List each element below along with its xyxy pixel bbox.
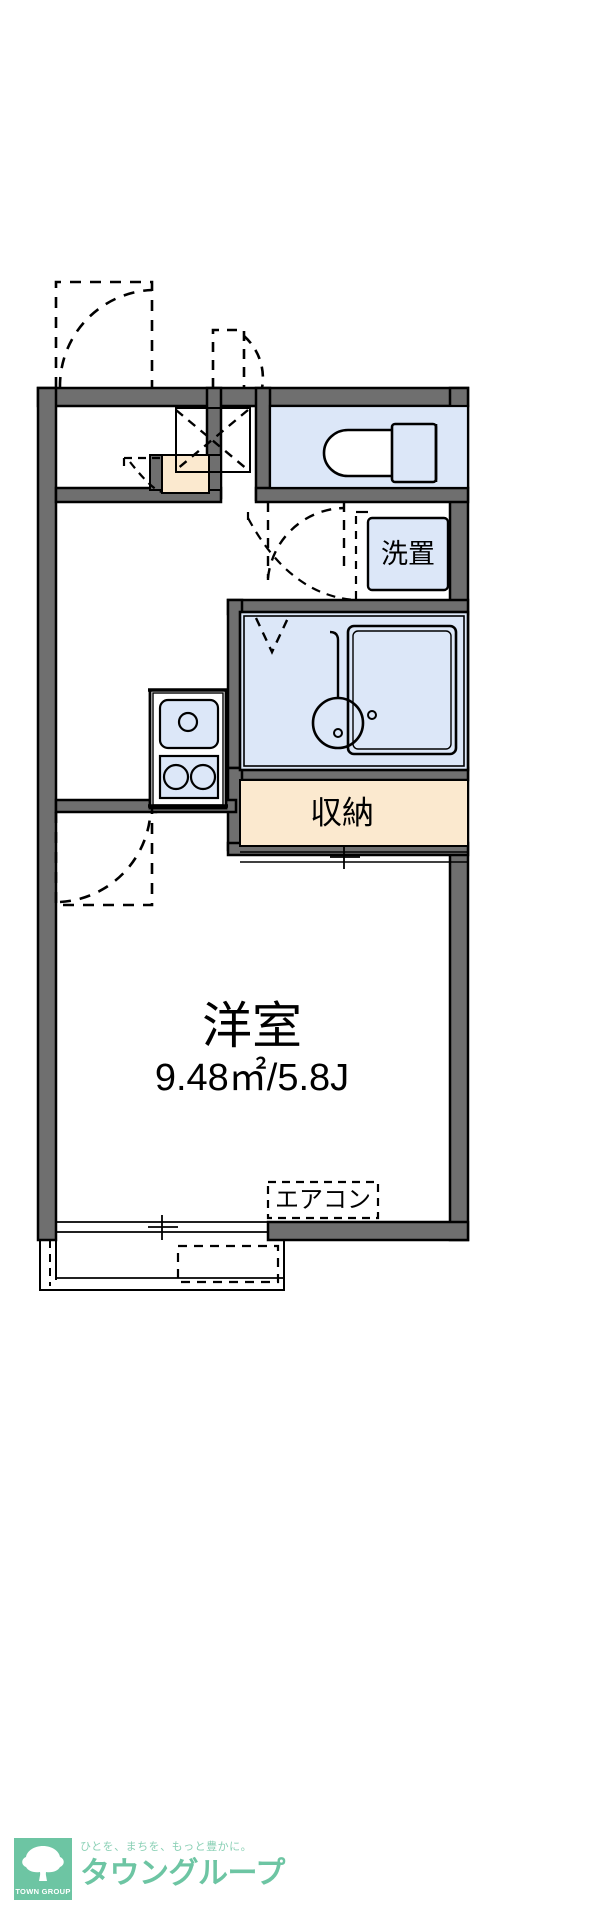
- wall-bottom-right: [266, 1220, 470, 1242]
- wall-kitchen-left-stub: [54, 798, 158, 814]
- room-door-arc: [59, 817, 152, 904]
- bath-unit-group: [238, 610, 470, 772]
- washer-space-label: 洗置: [381, 539, 435, 569]
- kitchen-group: [148, 688, 228, 810]
- bathtub-drain-icon: [367, 710, 377, 720]
- toilet-tank-icon: [390, 422, 438, 484]
- western-room-area: 9.48㎡/5.8J: [155, 1057, 349, 1099]
- entrance-inner-door-arc: [129, 461, 163, 494]
- bathtub-icon: [346, 624, 458, 756]
- wall-toilet-bottom: [254, 486, 470, 504]
- washer-space-group: 洗置: [366, 516, 450, 592]
- wall-top: [36, 386, 470, 408]
- washer-space-box: [366, 516, 450, 592]
- window-group: [56, 1215, 268, 1240]
- folding-door-frame: [175, 407, 251, 473]
- logo-tagline: ひとを、まちを、もっと豊かに。: [80, 1840, 253, 1853]
- western-room-name: 洋室: [202, 998, 302, 1054]
- stove-burner-left-icon: [162, 763, 190, 791]
- air-conditioner-label: エアコン: [275, 1186, 371, 1213]
- logo-company-name: タウングループ: [80, 1856, 285, 1891]
- hallway-door-arc: [243, 335, 265, 389]
- kitchen-sink-icon: [158, 698, 220, 750]
- wash-basin-faucet-icon: [329, 630, 340, 698]
- tree-icon: [22, 1846, 64, 1881]
- closet-label: 収納: [310, 794, 374, 830]
- logo-text-block: ひとを、まちを、もっと豊かに。 タウングループ: [80, 1840, 285, 1891]
- bathtub-inner: [352, 630, 452, 750]
- balcony-group: [39, 1240, 285, 1291]
- entrance-inner-door-group: [122, 456, 163, 494]
- logo-mark-label: TOWN GROUP: [15, 1887, 71, 1896]
- closet-floor: [239, 779, 469, 847]
- tree-trunk: [39, 1870, 47, 1881]
- entrance-door-group: [54, 280, 154, 389]
- balcony-dashed-box: [176, 1244, 280, 1284]
- air-conditioner-group: エアコン: [266, 1180, 380, 1220]
- brand-logo: TOWN GROUP ひとを、まちを、もっと豊かに。 タウングループ: [14, 1838, 285, 1910]
- wall-toilet-left: [254, 386, 272, 502]
- kitchen-sink-drain-icon: [177, 711, 199, 733]
- hallway-door-leaf: [211, 328, 246, 388]
- balcony-outline: [39, 1240, 285, 1291]
- closet-group: 収納: [239, 779, 469, 869]
- wash-basin-drain-icon: [333, 728, 343, 738]
- logo-mark: TOWN GROUP: [14, 1838, 72, 1900]
- toilet-door-arc: [266, 506, 345, 579]
- wall-left: [36, 386, 58, 1242]
- washroom-door-arc: [247, 517, 357, 602]
- toilet-door-group: [266, 502, 346, 580]
- washroom-door-group: [246, 512, 357, 602]
- room-door-leaf: [54, 812, 154, 907]
- folding-door-group: [175, 407, 251, 473]
- bath-door-folding: [254, 617, 290, 655]
- entrance-door-swing-arc: [58, 288, 153, 389]
- tree-canopy: [22, 1846, 64, 1880]
- bath-unit-inner-border: [243, 615, 465, 767]
- western-room-label-group: 洋室 9.48㎡/5.8J: [155, 998, 349, 1099]
- entrance-door-leaf: [54, 280, 154, 388]
- hallway-door-group: [211, 328, 265, 389]
- room-door-group: [54, 812, 154, 907]
- air-conditioner-box: [266, 1180, 380, 1220]
- stove-burner-right-icon: [189, 763, 217, 791]
- toilet-room-group: [268, 404, 470, 490]
